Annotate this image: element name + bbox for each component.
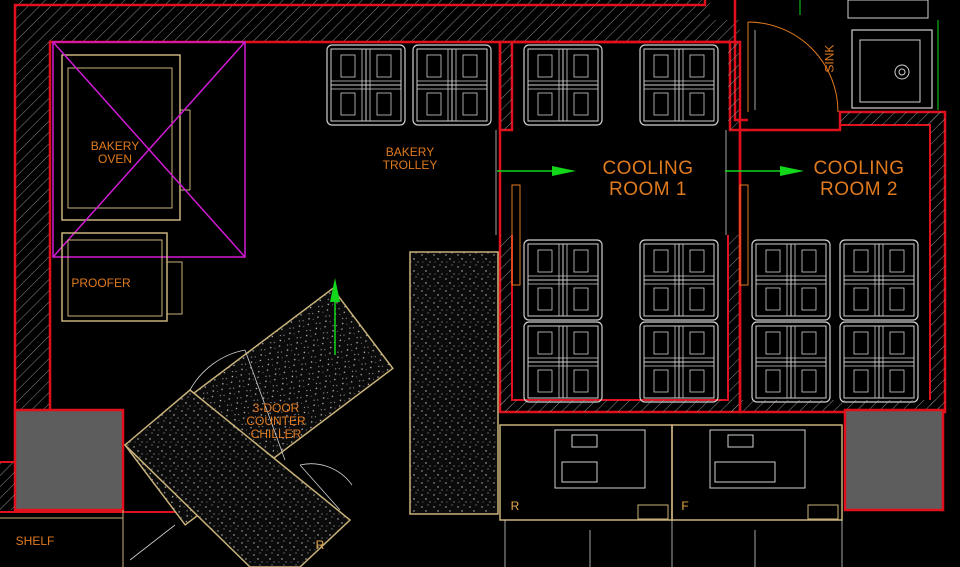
- shelf-label: SHELF: [15, 534, 55, 548]
- trolley-cr2-4: [839, 321, 919, 403]
- cooling-room-1-label: COOLING ROOM 1: [602, 158, 694, 200]
- column-right: [843, 408, 945, 512]
- trolley-cr1-5: [523, 321, 603, 403]
- bakery-trolley-label: BAKERY TROLLEY: [382, 145, 438, 173]
- trolley-cr1-6: [639, 321, 719, 403]
- sink-label: SINK: [822, 44, 837, 73]
- f-marker: F: [681, 499, 689, 513]
- cooling-room-2-label: COOLING ROOM 2: [813, 158, 905, 200]
- trolley-2: [412, 44, 492, 126]
- trolley-cr1-1: [523, 44, 603, 126]
- proofer-label: PROOFER: [71, 276, 131, 290]
- bakery-oven: [61, 54, 181, 221]
- flow-arrow-right-1: [497, 166, 576, 176]
- chiller-label: 3-DOOR COUNTER CHILLER: [246, 401, 306, 442]
- wall-outline-inner: [48, 40, 748, 410]
- flow-arrow-right-2: [725, 166, 804, 176]
- trolley-cr1-3: [523, 239, 603, 321]
- equipment-bay-r: [499, 424, 673, 521]
- trolley-cr1-4: [639, 239, 719, 321]
- wall-top: [15, 0, 740, 42]
- sink: [851, 29, 933, 109]
- wall-outline-top: [13, 0, 707, 410]
- oven-symbol: [52, 41, 246, 258]
- trolley-1: [326, 44, 406, 126]
- column-left: [13, 408, 125, 512]
- bakery-oven-label: BAKERY OVEN: [90, 139, 140, 167]
- trolley-cr2-1: [751, 239, 831, 321]
- trolley-cr1-2: [639, 44, 719, 126]
- equipment-bay-f: [671, 424, 843, 521]
- flow-arrow-up: [330, 278, 340, 355]
- work-table: [409, 251, 499, 515]
- trolley-cr2-2: [839, 239, 919, 321]
- r-marker: R: [510, 499, 520, 513]
- trolley-cr2-3: [751, 321, 831, 403]
- chiller-r-marker: R: [315, 538, 325, 552]
